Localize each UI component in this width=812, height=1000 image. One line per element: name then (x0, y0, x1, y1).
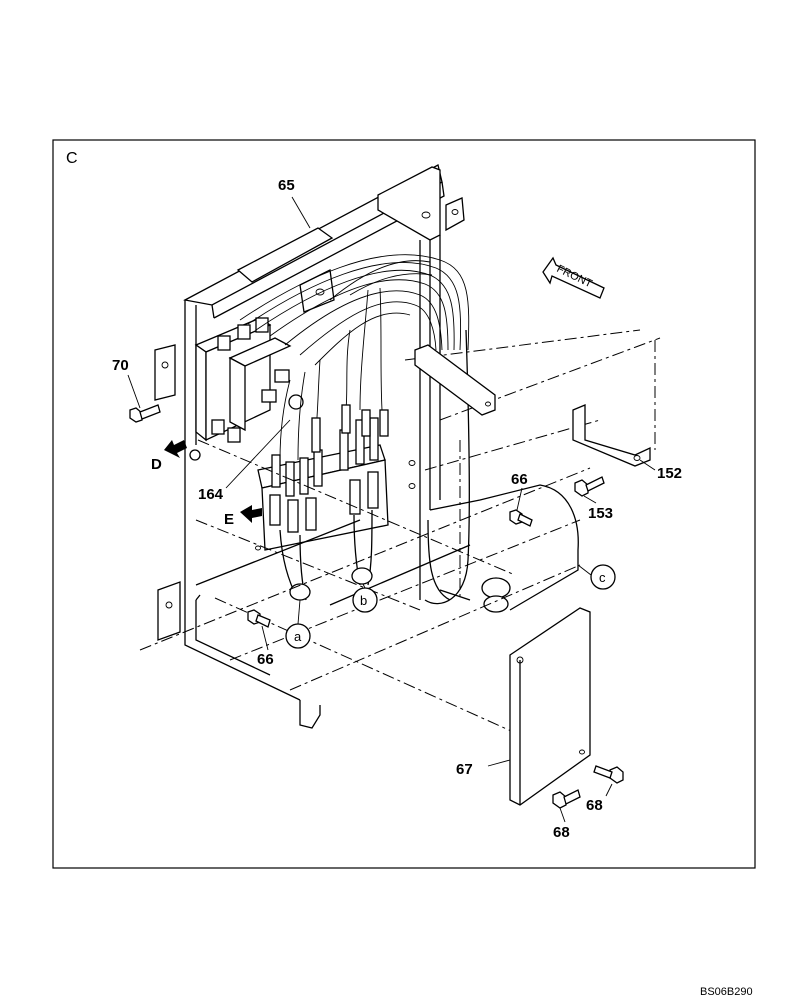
bracket-upper-channel (414, 344, 496, 416)
svg-text:D: D (151, 456, 162, 473)
bolt-153 (574, 476, 605, 504)
callout-65: 65 (278, 177, 295, 194)
base-plate (157, 460, 579, 729)
solenoid-valve-block (189, 317, 304, 461)
svg-text:c: c (599, 570, 606, 585)
callout-66-upper: 66 (511, 471, 528, 488)
cover-plate-67 (487, 607, 591, 806)
bolt-66-lower (247, 609, 271, 651)
connector-circle-c: c (577, 564, 616, 590)
bolt-68-left (552, 789, 581, 823)
view-label: C (66, 150, 78, 167)
view-arrow-d: D (151, 440, 187, 473)
connector-circle-b: b (352, 583, 378, 613)
drawing-code: BS06B290 (700, 986, 753, 998)
svg-text:b: b (360, 593, 367, 608)
callout-153: 153 (588, 505, 613, 522)
svg-text:a: a (294, 629, 302, 644)
bolt-66-upper (509, 487, 533, 527)
callout-70: 70 (112, 357, 129, 374)
callout-67: 67 (456, 761, 473, 778)
callout-68-left: 68 (553, 824, 570, 841)
connector-circle-a: a (285, 599, 311, 649)
connector-cluster (225, 404, 389, 601)
front-direction-arrow: FRONT (542, 256, 605, 299)
view-arrow-e: E (224, 505, 262, 528)
callout-68-right: 68 (586, 797, 603, 814)
wiring-harness (239, 240, 511, 613)
bracket-152 (572, 404, 656, 471)
callout-164: 164 (198, 486, 224, 503)
svg-text:E: E (224, 511, 234, 528)
diagram-frame (52, 139, 756, 869)
callout-152: 152 (657, 465, 682, 482)
callout-66-lower: 66 (257, 651, 274, 668)
bolt-68-right (593, 765, 624, 797)
bolt-70 (127, 374, 161, 423)
